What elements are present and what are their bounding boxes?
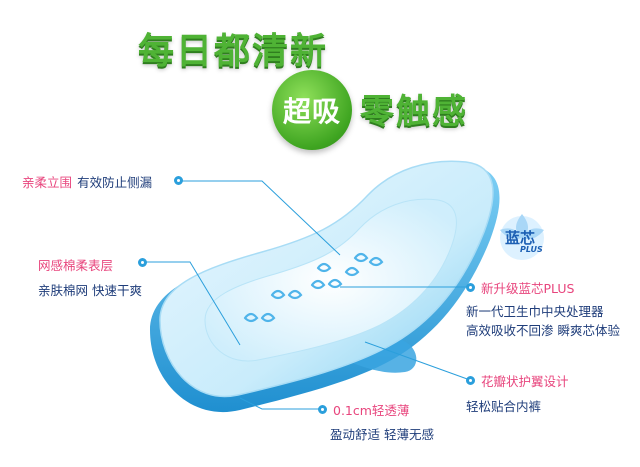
callout-core-desc2: 高效吸收不回渗 瞬爽芯体验	[466, 323, 620, 338]
callout-core-dot	[466, 283, 475, 292]
callout-thin-desc: 盈动舒适 轻薄无感	[330, 427, 434, 442]
callout-wing-title: 花瓣状护翼设计	[481, 374, 569, 389]
callout-core-title: 新升级蓝芯PLUS	[481, 281, 575, 296]
callout-surface-desc: 亲肤棉网 快速干爽	[38, 283, 142, 298]
brand-name: 蓝芯	[505, 229, 536, 247]
callout-surface-title: 网感棉柔表层	[38, 258, 114, 273]
brand-flower-icon	[500, 214, 544, 260]
callout-thin-title: 0.1cm轻透薄	[333, 403, 410, 418]
headline-line1: 每日都清新	[138, 31, 329, 72]
callout-wing-dot	[466, 376, 475, 385]
callout-edge-title: 亲柔立围	[22, 175, 73, 190]
core-swirls	[243, 252, 384, 323]
callout-edge-desc: 有效防止侧漏	[77, 175, 153, 190]
callout-core-desc1: 新一代卫生巾中央处理器	[466, 304, 604, 319]
callout-thin-dot	[318, 405, 327, 414]
callout-edge-dot	[174, 176, 183, 185]
super-absorb-badge: 超吸	[272, 70, 352, 150]
callout-surface-dot	[138, 258, 147, 267]
headline-line2: 零触感	[360, 92, 468, 132]
brand-suffix: PLUS	[520, 245, 543, 254]
leader-lines	[140, 180, 471, 410]
callout-edge: 亲柔立围 有效防止侧漏	[22, 172, 152, 191]
callout-wing-desc: 轻松贴合内裤	[466, 399, 542, 414]
